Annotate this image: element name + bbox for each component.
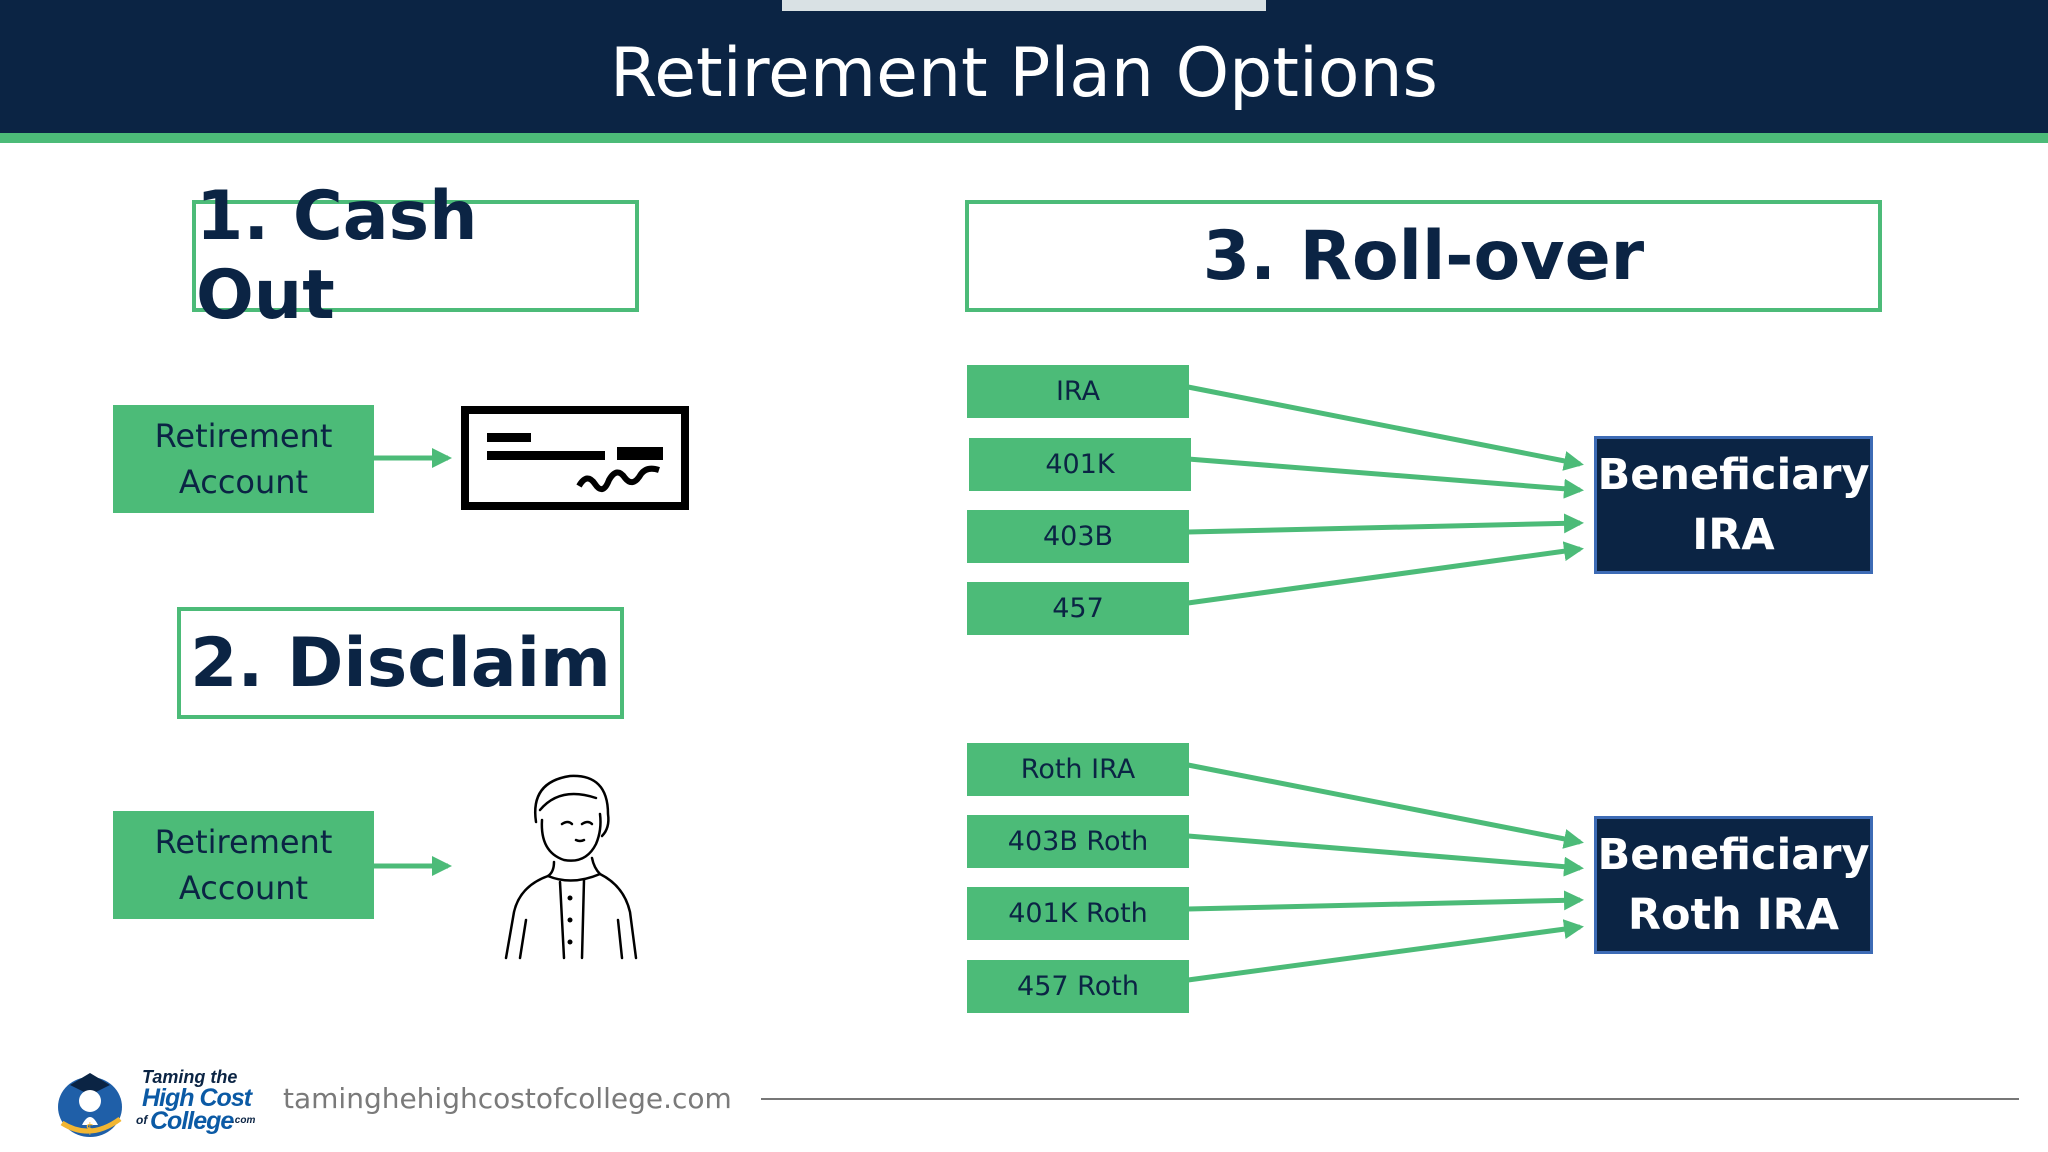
- rollover-heading: 3. Roll-over: [965, 200, 1882, 312]
- arrow-401k: [1187, 456, 1584, 499]
- beneficiary-ira-line1: Beneficiary: [1597, 450, 1870, 500]
- disclaim-heading: 2. Disclaim: [177, 607, 624, 719]
- arrow-401k-roth: [1187, 890, 1584, 912]
- header-bar: [0, 0, 2048, 133]
- footer-divider: [761, 1098, 2019, 1100]
- graduate-globe-icon: $: [58, 1073, 122, 1137]
- source-403b: 403B: [967, 510, 1189, 563]
- cash-out-source-box: Retirement Account: [113, 405, 374, 513]
- page-title: Retirement Plan Options: [610, 34, 1438, 113]
- arrow-roth-ira: [1187, 762, 1584, 849]
- logo-line2: High Cost: [142, 1084, 252, 1112]
- arrow-403b: [1187, 513, 1584, 535]
- footer-url[interactable]: taminghehighcostofcollege.com: [283, 1082, 732, 1115]
- cash-out-source-line1: Retirement: [154, 417, 333, 455]
- header-accent-stripe: [0, 133, 2048, 143]
- beneficiary-ira-box: Beneficiary IRA: [1594, 436, 1873, 574]
- disclaim-source-line2: Account: [178, 869, 309, 907]
- disclaim-source-line1: Retirement: [154, 823, 333, 861]
- source-401k: 401K: [969, 438, 1191, 491]
- header-tab: [782, 0, 1266, 11]
- cash-out-source-line2: Account: [178, 463, 309, 501]
- beneficiary-roth-ira-box: Beneficiary Roth IRA: [1594, 816, 1873, 954]
- disclaim-source-box: Retirement Account: [113, 811, 374, 919]
- arrow-ira: [1187, 384, 1584, 471]
- bank-check-icon: [461, 406, 689, 510]
- beneficiary-roth-ira-line2: Roth IRA: [1627, 890, 1840, 940]
- beneficiary-roth-ira-line1: Beneficiary: [1597, 830, 1870, 880]
- arrow-403b-roth: [1187, 833, 1584, 877]
- cash-out-heading: 1. Cash Out: [192, 177, 639, 335]
- source-457-roth: 457 Roth: [967, 960, 1189, 1013]
- logo-line1: Taming the: [142, 1067, 238, 1087]
- source-roth-ira: Roth IRA: [967, 743, 1189, 796]
- arrow-457-roth: [1187, 919, 1584, 983]
- woman-person-icon: [504, 774, 638, 960]
- beneficiary-ira-line2: IRA: [1692, 510, 1775, 560]
- svg-text:$: $: [86, 1121, 95, 1137]
- source-457: 457: [967, 582, 1189, 635]
- arrow-457: [1187, 541, 1584, 606]
- logo-com: .com: [232, 1115, 256, 1126]
- source-ira: IRA: [967, 365, 1189, 418]
- source-401k-roth: 401K Roth: [967, 887, 1189, 940]
- site-logo[interactable]: $ Taming the High Cost of College .com: [52, 1063, 256, 1141]
- source-403b-roth: 403B Roth: [967, 815, 1189, 868]
- logo-line3: College: [150, 1107, 234, 1135]
- logo-of: of: [136, 1113, 148, 1127]
